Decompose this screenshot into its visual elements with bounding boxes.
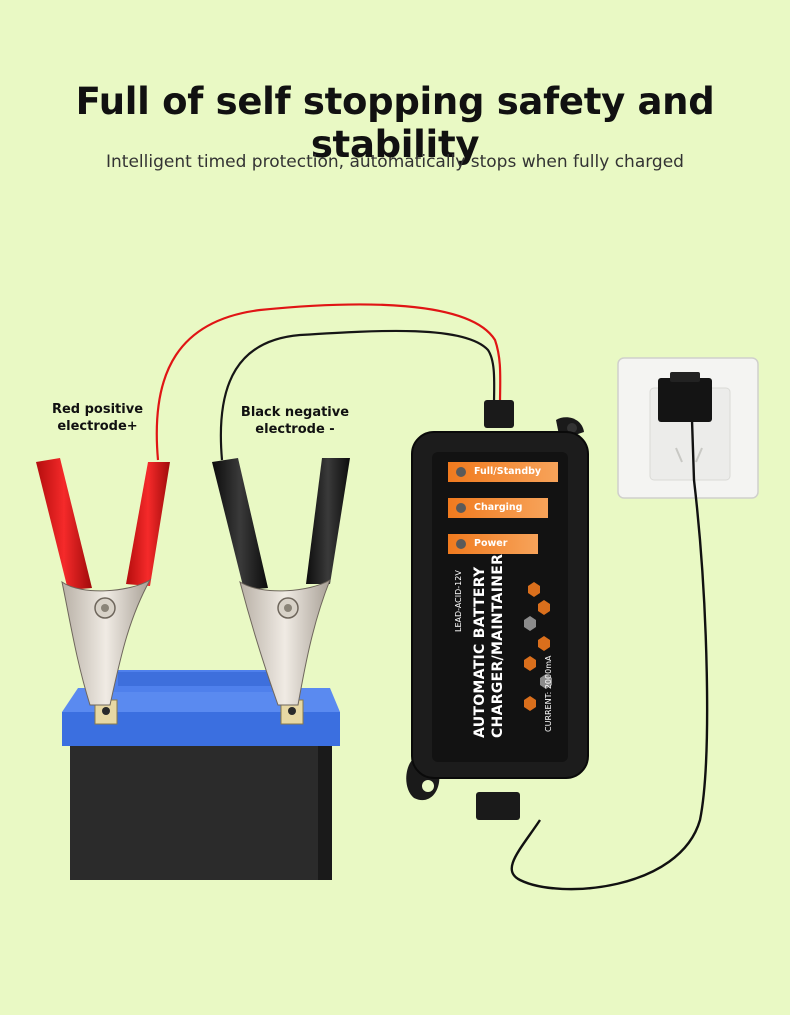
led-power [456,539,466,549]
charger-current-text: CURRENT: 2000mA [544,655,553,732]
power-cable [510,419,709,891]
hex-pattern [524,582,552,711]
red-clamp-label-line1: Red positive [51,402,144,417]
indicator-label-full: Full/Standby [474,466,542,477]
page-subtitle: Intelligent timed protection, automatica… [106,152,684,172]
wall-socket [617,357,759,499]
charger-name-line2: CHARGER/MAINTAINER [490,553,506,738]
indicator-bar-full [448,462,558,482]
black-clamp-label-line2: electrode - [255,422,335,437]
charger-body [406,400,589,820]
battery [62,670,340,880]
indicator-label-power: Power [474,538,508,549]
black-clamp [212,458,350,706]
indicator-bar-power [448,534,538,554]
black-cable [219,329,496,461]
red-clamp-label: Red positive electrode+ [40,401,155,435]
page-title: Full of self stopping safety and stabili… [75,80,715,166]
indicator-bar-charging [448,498,548,518]
charger-name-line1: AUTOMATIC BATTERY [472,566,488,738]
charger-type-text: LEAD-ACID-12V [454,570,463,632]
led-charging [456,503,466,513]
led-full [456,467,466,477]
indicator-label-charging: Charging [474,502,523,513]
red-clamp [36,458,170,706]
red-clamp-label-line2: electrode+ [57,419,138,434]
black-clamp-label-line1: Black negative [240,405,350,420]
black-clamp-label: Black negative electrode - [230,404,360,438]
red-cable [155,303,502,461]
